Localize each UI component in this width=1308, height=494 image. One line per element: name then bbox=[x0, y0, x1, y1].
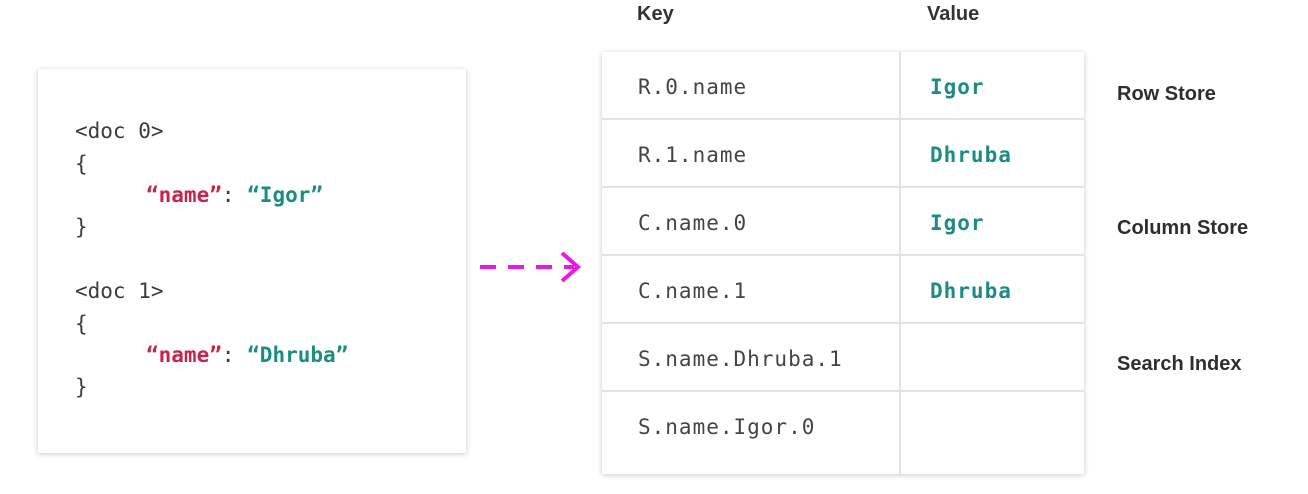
doc-1-field: “name”: “Dhruba” bbox=[146, 343, 348, 367]
doc-0-field: “name”: “Igor” bbox=[146, 183, 323, 207]
column-store-label: Column Store bbox=[1117, 217, 1249, 239]
row-store-label: Row Store bbox=[1117, 83, 1216, 105]
row-value: Igor bbox=[930, 75, 985, 99]
row-key: R.1.name bbox=[638, 143, 748, 167]
doc-1-close-brace: } bbox=[75, 375, 88, 399]
row-value: Igor bbox=[930, 211, 985, 235]
table-row: C.name.0 Igor bbox=[602, 188, 1084, 256]
doc-1-field-value: “Dhruba” bbox=[247, 343, 349, 367]
row-value: Dhruba bbox=[930, 279, 1012, 303]
table-row: S.name.Igor.0 bbox=[602, 392, 1084, 460]
doc-1-header: <doc 1> bbox=[75, 279, 164, 303]
row-key: C.name.0 bbox=[638, 211, 748, 235]
search-index-label: Search Index bbox=[1117, 353, 1242, 375]
key-column-header: Key bbox=[637, 3, 674, 25]
row-key: C.name.1 bbox=[638, 279, 748, 303]
table-row: C.name.1 Dhruba bbox=[602, 256, 1084, 324]
doc-1-field-sep: : bbox=[221, 343, 248, 367]
table-row: R.1.name Dhruba bbox=[602, 120, 1084, 188]
doc-1-open-brace: { bbox=[75, 312, 88, 336]
doc-0-open-brace: { bbox=[75, 152, 88, 176]
row-key: S.name.Igor.0 bbox=[638, 415, 816, 439]
dashed-right-arrow-icon bbox=[480, 251, 582, 283]
column-divider bbox=[899, 52, 901, 474]
documents-card: <doc 0> { “name”: “Igor” } <doc 1> { “na… bbox=[38, 69, 466, 453]
row-value: Dhruba bbox=[930, 143, 1012, 167]
row-key: S.name.Dhruba.1 bbox=[638, 347, 843, 371]
doc-0-field-sep: : bbox=[221, 183, 248, 207]
doc-0-field-key: “name” bbox=[146, 183, 222, 207]
doc-0-close-brace: } bbox=[75, 215, 88, 239]
doc-1-field-key: “name” bbox=[146, 343, 222, 367]
value-column-header: Value bbox=[927, 3, 980, 25]
key-value-table: R.0.name Igor R.1.name Dhruba C.name.0 I… bbox=[602, 52, 1084, 474]
table-row: R.0.name Igor bbox=[602, 52, 1084, 120]
row-key: R.0.name bbox=[638, 75, 748, 99]
table-row: S.name.Dhruba.1 bbox=[602, 324, 1084, 392]
doc-0-field-value: “Igor” bbox=[247, 183, 324, 207]
doc-0-header: <doc 0> bbox=[75, 119, 164, 143]
